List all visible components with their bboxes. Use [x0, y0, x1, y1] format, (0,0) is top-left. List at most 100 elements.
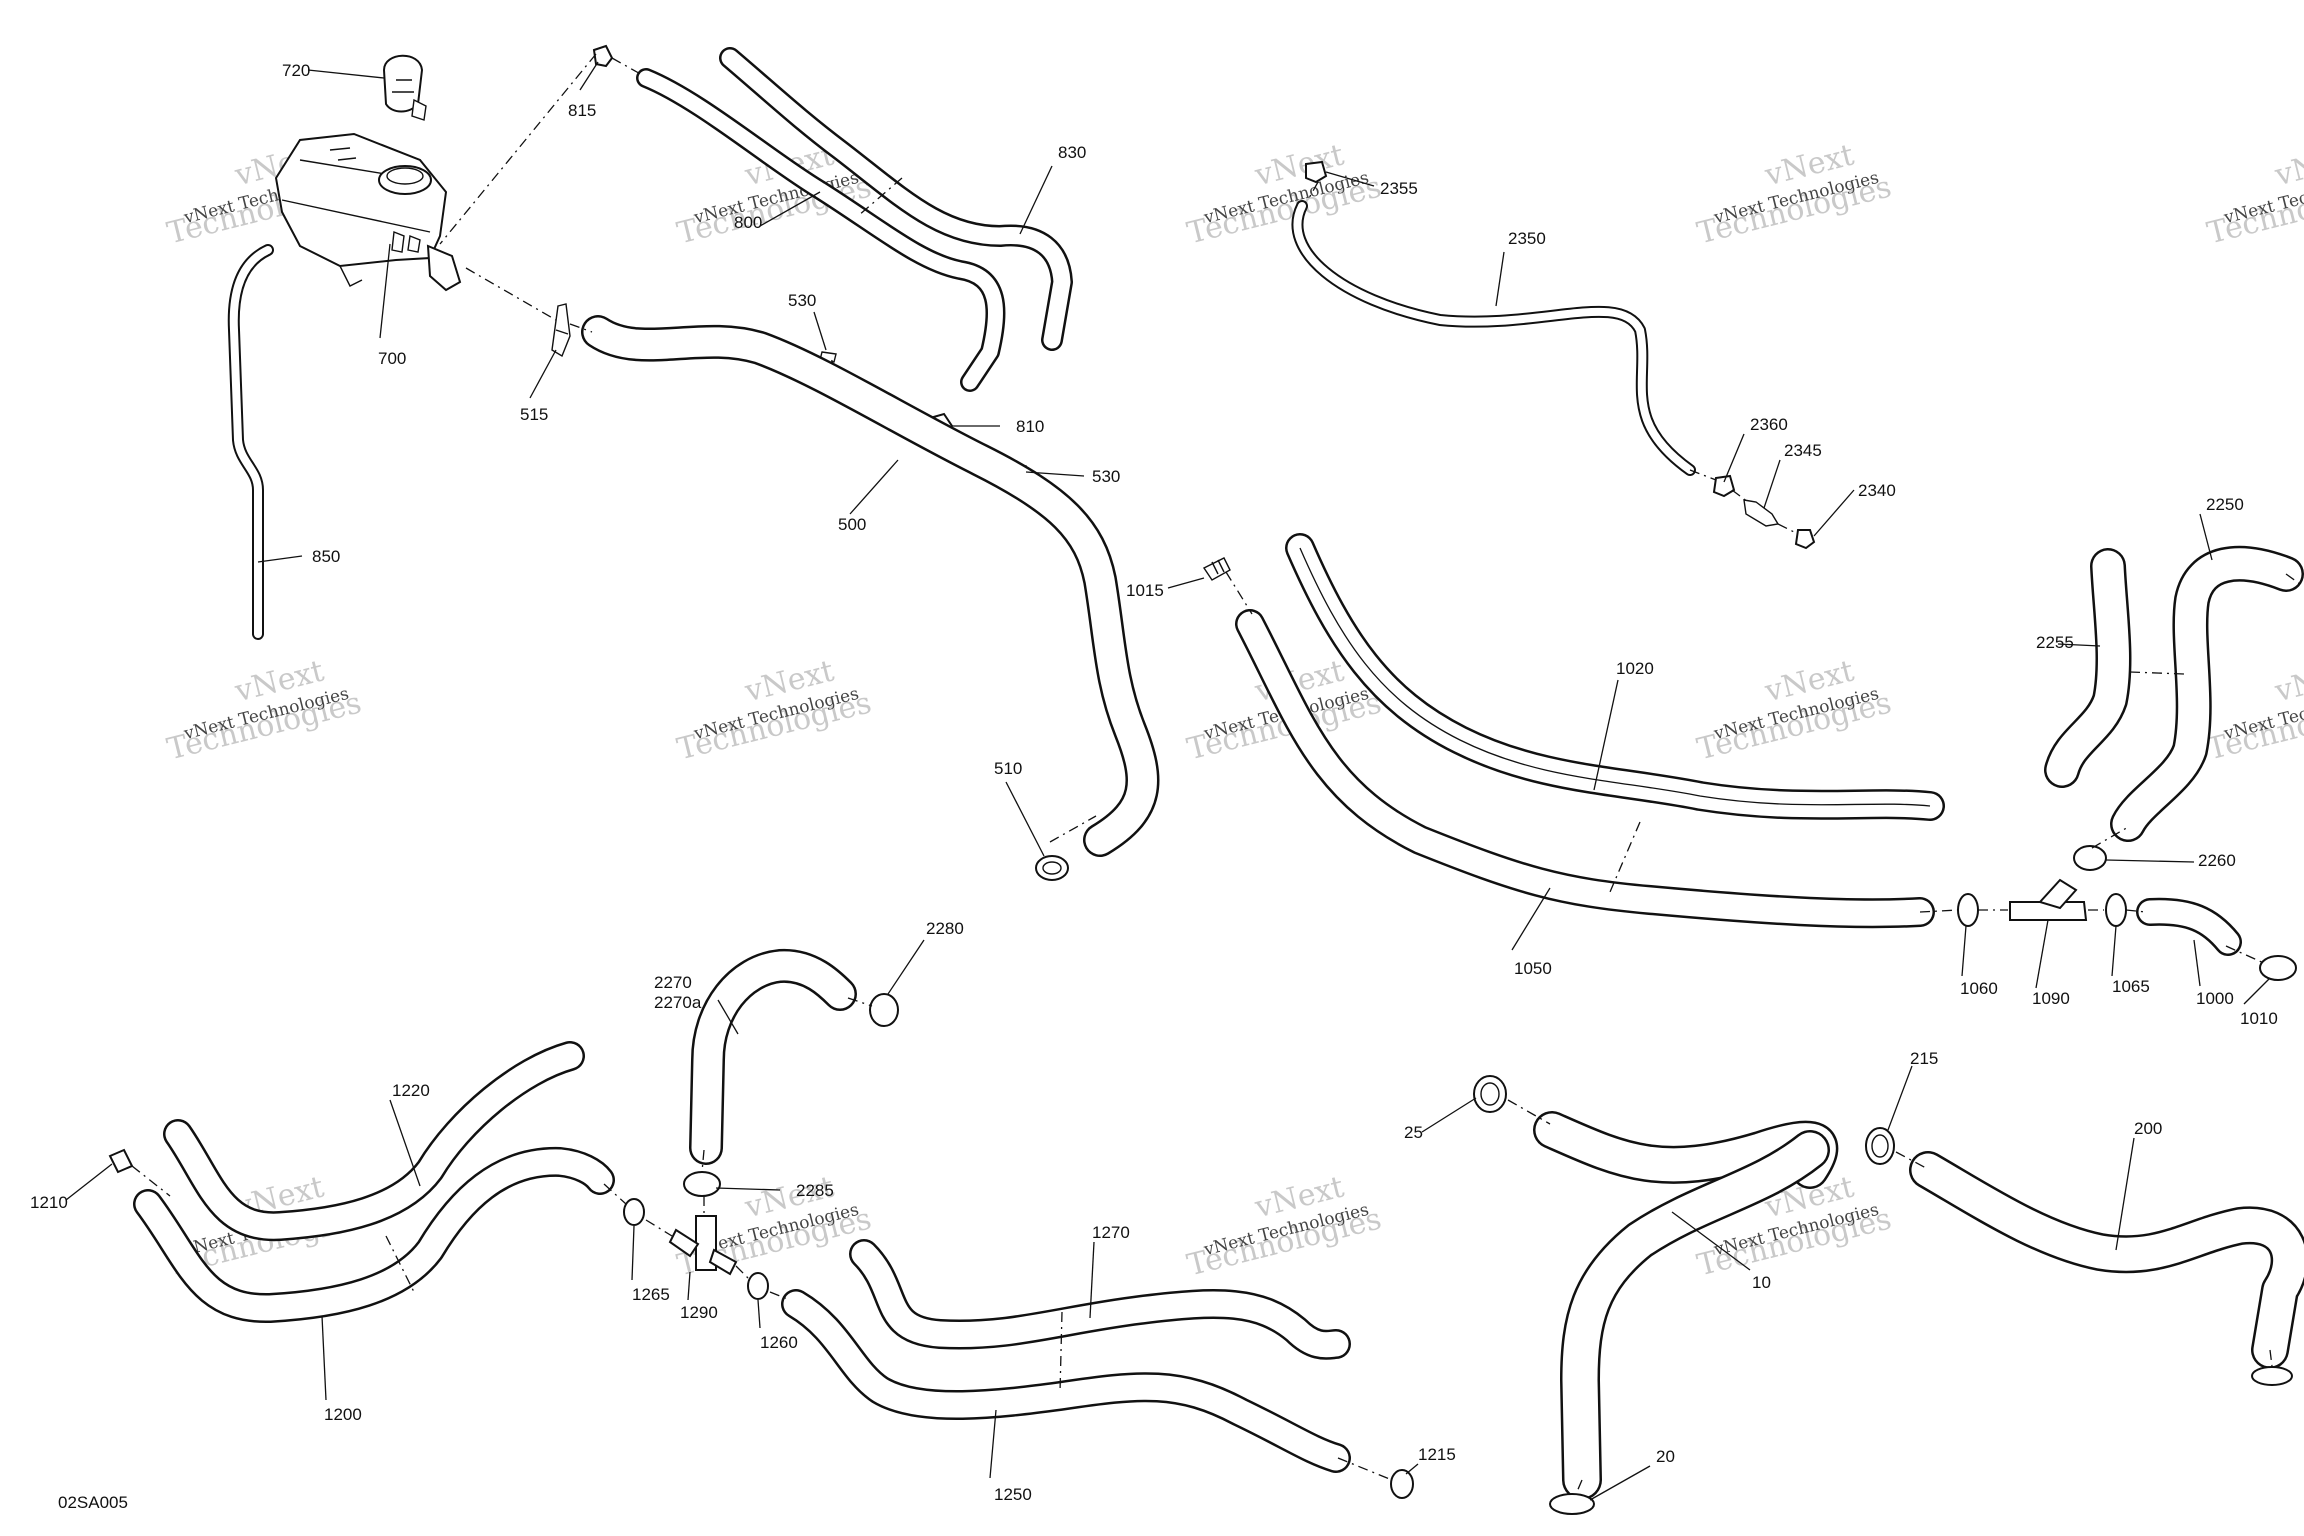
- part-tee-1290: [668, 1215, 738, 1276]
- hose-2250: [2110, 545, 2304, 842]
- hose-1020: [1285, 533, 1945, 821]
- callout-1060: 1060: [1960, 979, 1998, 998]
- callout-2270a: 2270a: [654, 993, 702, 1012]
- connection-lines: [131, 53, 2301, 1495]
- callout-1050: 1050: [1514, 959, 1552, 978]
- callout-720: 720: [282, 61, 310, 80]
- hose-1200: [133, 1146, 615, 1324]
- callout-200: 200: [2134, 1119, 2162, 1138]
- hose-2255: [2044, 548, 2132, 788]
- hose-830: [719, 47, 1073, 351]
- part-valve-2345: [1743, 499, 1780, 527]
- part-clamp-1260: [747, 1272, 769, 1300]
- part-clamp-200-end: [2251, 1366, 2293, 1386]
- part-clamp-2280: [869, 993, 899, 1027]
- callout-1290: 1290: [680, 1303, 718, 1322]
- callout-1020: 1020: [1616, 659, 1654, 678]
- part-tee-1090: [2009, 878, 2088, 921]
- hose-800: [636, 68, 1006, 392]
- callout-2355: 2355: [1380, 179, 1418, 198]
- callout-800: 800: [734, 213, 762, 232]
- callout-2250: 2250: [2206, 495, 2244, 514]
- part-clamp-1265: [623, 1198, 645, 1226]
- callout-20: 20: [1656, 1447, 1675, 1466]
- callout-2260: 2260: [2198, 851, 2236, 870]
- callout-810: 810: [1016, 417, 1044, 436]
- callout-1090: 1090: [2032, 989, 2070, 1008]
- callout-1210: 1210: [30, 1193, 68, 1212]
- part-clamp-2355: [1305, 160, 1328, 184]
- part-clamp-1215: [1390, 1469, 1414, 1499]
- callout-1220: 1220: [392, 1081, 430, 1100]
- part-clamp-510: [1035, 855, 1069, 881]
- callout-1215: 1215: [1418, 1445, 1456, 1464]
- part-clamp-815: [592, 44, 614, 68]
- callout-510: 510: [994, 759, 1022, 778]
- part-fitting-1210: [108, 1148, 134, 1174]
- part-clamp-2285: [683, 1171, 721, 1197]
- part-coolant-reservoir: [274, 132, 462, 292]
- callout-2360: 2360: [1750, 415, 1788, 434]
- hose-200: [1909, 1151, 2304, 1369]
- watermark-line1: vNext: [2271, 654, 2304, 710]
- callout-2345: 2345: [1784, 441, 1822, 460]
- part-clamp-215: [1865, 1127, 1895, 1165]
- part-fitting-1015: [1202, 557, 1231, 581]
- callout-815: 815: [568, 101, 596, 120]
- callout-830: 830: [1058, 143, 1086, 162]
- callout-530: 530: [788, 291, 816, 310]
- part-clamp-1060: [1957, 893, 1979, 927]
- callout-530: 530: [1092, 467, 1120, 486]
- part-clamp-2360: [1712, 474, 1736, 498]
- callout-515: 515: [520, 405, 548, 424]
- parts-layer: [108, 44, 2304, 1515]
- part-clamp-2260: [2073, 845, 2107, 871]
- callout-2255: 2255: [2036, 633, 2074, 652]
- callout-700: 700: [378, 349, 406, 368]
- part-clamp-25: [1473, 1075, 1507, 1113]
- hose-500-main: [581, 315, 1160, 857]
- callout-1015: 1015: [1126, 581, 1164, 600]
- hose-1250: [781, 1289, 1351, 1473]
- part-fitting-2340: [1794, 529, 1816, 550]
- callout-2340: 2340: [1858, 481, 1896, 500]
- callout-2280: 2280: [926, 919, 964, 938]
- watermark-line1: vNext: [2271, 138, 2304, 194]
- hose-1050: [1235, 609, 1935, 929]
- hose-1220: [163, 1041, 585, 1242]
- part-bracket-515: [551, 303, 571, 358]
- hose-2350: [1291, 200, 1696, 476]
- hose-10-y: [1533, 1111, 1839, 1500]
- callout-labels: 720 815 830 800 700 530 515 810 530 500 850 510 2355…: [30, 61, 2278, 1504]
- callout-1270: 1270: [1092, 1223, 1130, 1242]
- part-clamp-20: [1549, 1493, 1595, 1515]
- callout-1200: 1200: [324, 1405, 362, 1424]
- callout-500: 500: [838, 515, 866, 534]
- hose-1270: [849, 1239, 1351, 1360]
- callout-10: 10: [1752, 1273, 1771, 1292]
- callout-1065: 1065: [2112, 977, 2150, 996]
- callout-1260: 1260: [760, 1333, 798, 1352]
- reference-code: 02SA005: [58, 1493, 128, 1512]
- callout-1000: 1000: [2196, 989, 2234, 1008]
- callout-850: 850: [312, 547, 340, 566]
- callout-215: 215: [1910, 1049, 1938, 1068]
- callout-2270: 2270: [654, 973, 692, 992]
- callout-1250: 1250: [994, 1485, 1032, 1504]
- callout-1010: 1010: [2240, 1009, 2278, 1028]
- part-clamp-1065: [2105, 893, 2127, 927]
- callout-25: 25: [1404, 1123, 1423, 1142]
- hose-1000: [2136, 897, 2242, 956]
- hose-850-overflow: [227, 244, 274, 640]
- callout-1265: 1265: [632, 1285, 670, 1304]
- hose-2270: [689, 948, 857, 1165]
